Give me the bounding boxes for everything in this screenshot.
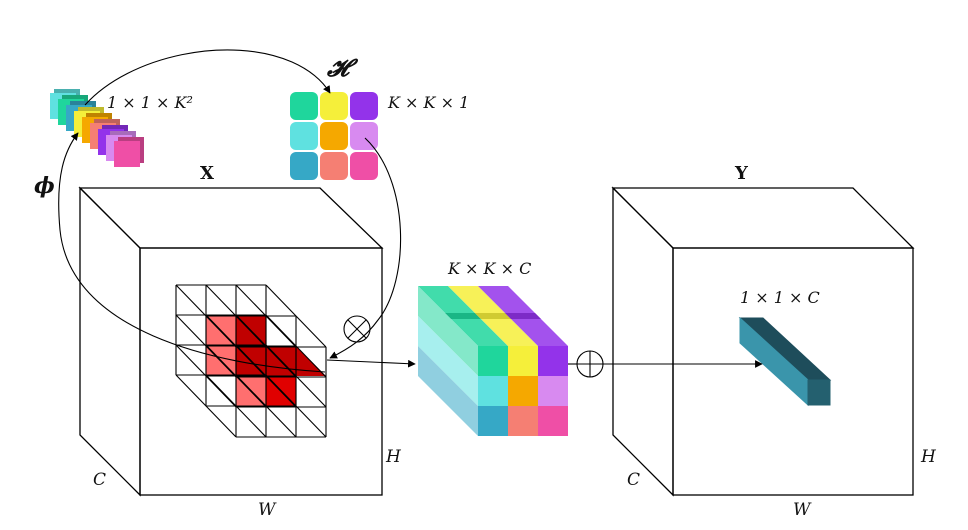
patch-depth-line: [175, 344, 237, 408]
y-h-axis-label: H: [920, 447, 937, 467]
patch-depth-line: [235, 284, 297, 348]
kernel-block: [418, 286, 568, 436]
patch-depth-line: [175, 374, 237, 438]
block-front-cell: [538, 376, 568, 406]
kernel-cell: [320, 122, 348, 150]
patch-depth-line: [265, 344, 327, 408]
y-cube-left-face: [612, 186, 674, 497]
h-symbol-label: 𝓗: [326, 53, 359, 82]
block-front-cell: [508, 406, 538, 436]
patch-depth-line: [265, 284, 327, 348]
block-front-cell: [508, 346, 538, 376]
x-cube-top-face: [78, 187, 384, 249]
y-c-axis-label: C: [627, 470, 640, 490]
block-front-cell: [478, 376, 508, 406]
block-front-cell: [538, 346, 568, 376]
patch-depth-line: [205, 314, 267, 378]
add-operator: [576, 350, 604, 378]
block-front-cell: [478, 406, 508, 436]
kernel-cell: [320, 92, 348, 120]
kernel-vector-dim-label: 1 × 1 × K²: [107, 93, 193, 112]
patch-depth-line: [205, 374, 267, 438]
h-to-multiply-arc: [329, 137, 402, 359]
patch-depth-line: [205, 344, 267, 408]
kernel-cell: [350, 152, 378, 180]
patch-depth-line: [265, 314, 327, 378]
kernel-cell: [290, 122, 318, 150]
patch-depth-line: [235, 374, 297, 438]
patch-depth-line: [235, 344, 297, 408]
y-w-axis-label: W: [793, 500, 812, 520]
kernel-cell: [350, 92, 378, 120]
kernel-cell: [290, 92, 318, 120]
block-side-strip: [418, 316, 478, 406]
x-to-block-arrow: [326, 359, 416, 368]
x-h-axis-label: H: [385, 447, 402, 467]
output-bar-side: [807, 379, 831, 406]
phi-arc-left: [58, 132, 326, 373]
kernel-block-dim-label: K × K × C: [447, 259, 531, 278]
vector-slice: [114, 141, 140, 167]
block-front-cell: [478, 346, 508, 376]
kernel-vector-stack: [50, 89, 144, 167]
patch-depth-line: [175, 314, 237, 378]
x-c-axis-label: C: [93, 470, 106, 490]
input-tensor-x: [78, 186, 384, 497]
block-top-band: [505, 313, 541, 319]
block-top-band: [475, 313, 511, 319]
block-top-band: [445, 313, 481, 319]
phi-label: ϕ: [34, 173, 55, 199]
x-w-axis-label: W: [258, 500, 277, 520]
x-patch-grid: [175, 284, 327, 438]
block-front-cell: [508, 376, 538, 406]
kernel-cell: [350, 122, 378, 150]
output-pixel-bar: [738, 316, 832, 407]
output-pixel-dim-label: 1 × 1 × C: [740, 288, 820, 307]
phi-to-h-arc: [84, 49, 331, 106]
output-tensor-y: [611, 186, 915, 497]
patch-depth-line: [235, 314, 297, 378]
kernel-cell: [290, 152, 318, 180]
patch-depth-line: [265, 374, 327, 438]
kernel-grid-h: [290, 92, 378, 180]
multiply-operator: [343, 315, 371, 343]
kernel-cell: [320, 152, 348, 180]
y-cube-front-face: [672, 247, 914, 496]
x-cube-left-face: [79, 186, 141, 497]
x-title: X: [200, 163, 214, 184]
patch-depth-line: [205, 284, 267, 348]
y-title: Y: [734, 163, 749, 184]
block-front-cell: [538, 406, 568, 436]
block-side-strip: [418, 346, 478, 436]
y-cube-top-face: [611, 187, 915, 249]
patch-depth-line: [175, 284, 237, 348]
kernel-grid-dim-label: K × K × 1: [387, 93, 469, 112]
x-cube-front-face: [139, 247, 383, 496]
block-side-strip: [418, 286, 478, 376]
